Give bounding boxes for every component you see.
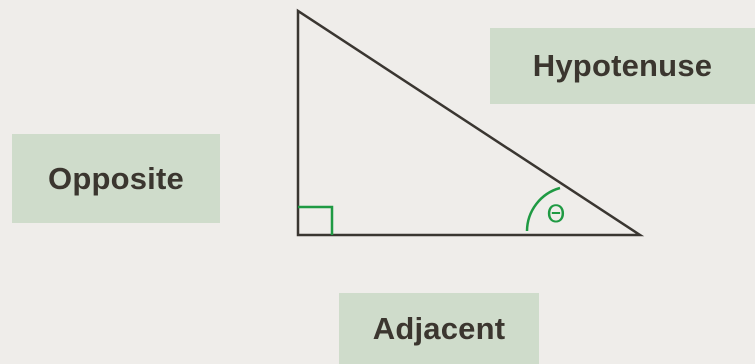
angle-arc <box>525 186 561 232</box>
opposite-label: Opposite <box>12 134 220 223</box>
right-angle-marker <box>298 205 334 235</box>
adjacent-label: Adjacent <box>339 293 539 364</box>
angle-theta-label: Θ <box>547 200 566 228</box>
right-triangle <box>296 8 645 237</box>
hypotenuse-label: Hypotenuse <box>490 28 755 104</box>
